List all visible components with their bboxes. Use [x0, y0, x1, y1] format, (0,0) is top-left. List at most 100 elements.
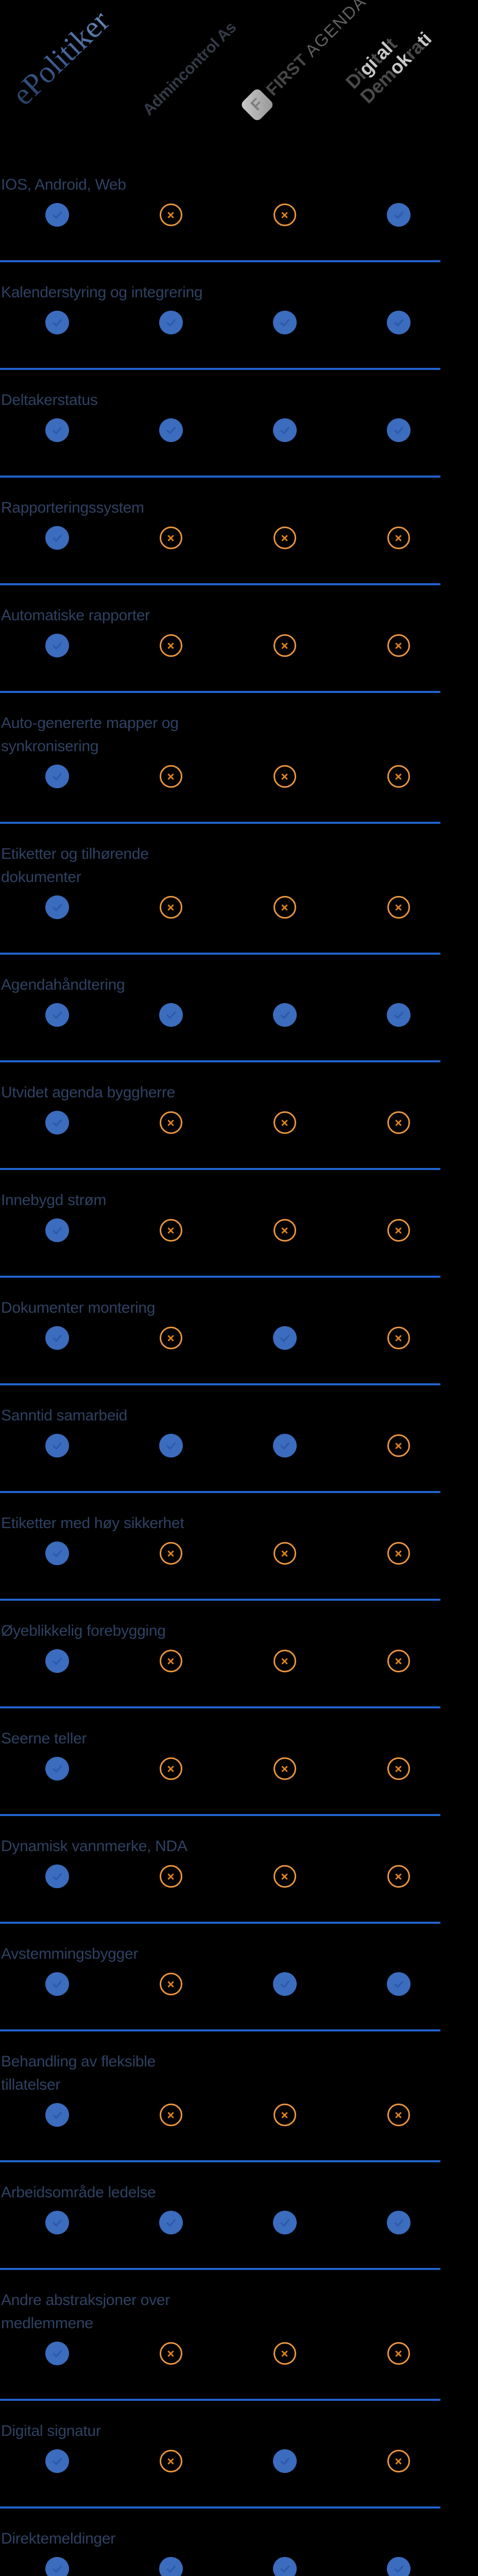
status-cell-firstagenda	[228, 764, 342, 789]
status-cell-admincontrol-as	[114, 1110, 228, 1135]
not-supported-icon	[159, 2104, 182, 2126]
not-supported-icon	[387, 896, 410, 919]
status-cell-firstagenda	[228, 1218, 342, 1243]
feature-label: Seerne teller	[1, 1730, 87, 1747]
status-cell-epolitiker	[0, 1972, 114, 1996]
status-cell-firstagenda	[228, 1864, 342, 1889]
row-spacer	[0, 1996, 478, 2029]
check-icon	[166, 427, 176, 434]
supported-icon	[45, 1111, 69, 1134]
status-cell-epolitiker	[0, 1756, 114, 1781]
not-supported-icon	[273, 2104, 296, 2126]
not-supported-icon	[273, 1757, 296, 1780]
status-cell-firstagenda	[228, 418, 342, 443]
status-cell-digitalt-demokrati	[342, 2103, 455, 2127]
feature-row: Auto-genererte mapper og synkronisering	[0, 693, 478, 824]
supported-icon	[159, 418, 183, 442]
row-divider	[0, 1706, 440, 1708]
check-icon	[53, 2458, 62, 2465]
status-cell-epolitiker	[0, 526, 114, 550]
row-divider	[0, 1276, 440, 1278]
feature-status-cells	[0, 418, 478, 443]
feature-status-cells	[0, 2449, 478, 2473]
row-spacer	[0, 1889, 478, 1922]
check-icon	[394, 2219, 403, 2227]
feature-row: Andre abstraksjoner over medlemmene	[0, 2270, 478, 2401]
not-supported-icon	[159, 1542, 182, 1565]
supported-icon	[45, 1972, 69, 1996]
x-icon	[167, 2458, 174, 2464]
x-icon	[281, 1120, 288, 1126]
status-cell-admincontrol-as	[114, 2210, 228, 2235]
status-cell-digitalt-demokrati	[342, 1649, 455, 1673]
not-supported-icon	[159, 2342, 182, 2365]
admincontrol-logo: Admincontrol As	[139, 18, 240, 120]
supported-icon	[45, 418, 69, 442]
status-cell-admincontrol-as	[114, 202, 228, 227]
supported-icon	[272, 1972, 297, 1996]
check-icon	[280, 1442, 289, 1450]
supported-icon	[45, 1649, 69, 1673]
feature-label: Deltakerstatus	[1, 392, 98, 409]
feature-row: Kalenderstyring og integrering	[0, 262, 478, 370]
supported-icon	[45, 2211, 69, 2234]
status-cell-firstagenda	[228, 1541, 342, 1566]
not-supported-icon	[273, 896, 296, 919]
not-supported-icon	[387, 527, 410, 549]
status-cell-digitalt-demokrati	[342, 1972, 455, 1996]
not-supported-icon	[159, 204, 182, 226]
feature-status-cells	[0, 526, 478, 550]
feature-label: Behandling av fleksible tillatelser	[1, 2053, 156, 2093]
not-supported-icon	[273, 634, 296, 657]
not-supported-icon	[387, 1865, 410, 1888]
status-cell-firstagenda	[228, 1326, 342, 1350]
feature-label: Kalenderstyring og integrering	[1, 284, 203, 301]
status-cell-epolitiker	[0, 764, 114, 789]
supported-icon	[272, 1003, 297, 1027]
status-cell-firstagenda	[228, 202, 342, 227]
not-supported-icon	[273, 1865, 296, 1888]
supported-icon	[159, 1434, 183, 1458]
x-icon	[395, 1120, 402, 1126]
row-divider	[0, 2506, 440, 2509]
not-supported-icon	[159, 634, 182, 657]
check-icon	[53, 427, 62, 434]
check-icon	[53, 1119, 62, 1127]
feature-label: Agendahåndtering	[1, 976, 125, 993]
supported-icon	[45, 311, 69, 334]
feature-label: Utvidet agenda byggherre	[1, 1084, 176, 1101]
x-icon	[167, 1120, 174, 1126]
status-cell-admincontrol-as	[114, 1433, 228, 1458]
check-icon	[53, 1657, 62, 1665]
x-icon	[167, 1335, 174, 1341]
feature-row: Innebygd strøm	[0, 1170, 478, 1278]
status-cell-admincontrol-as	[114, 310, 228, 335]
status-cell-digitalt-demokrati	[342, 202, 455, 227]
x-icon	[395, 904, 402, 910]
x-icon	[167, 773, 174, 779]
row-divider	[0, 953, 440, 955]
feature-row: Øyeblikkelig forebygging	[0, 1601, 478, 1708]
status-cell-firstagenda	[228, 2103, 342, 2127]
status-cell-firstagenda	[228, 526, 342, 550]
check-icon	[53, 1765, 62, 1773]
feature-status-cells	[0, 1110, 478, 1135]
status-cell-epolitiker	[0, 2341, 114, 2366]
feature-status-cells	[0, 1649, 478, 1673]
x-icon	[395, 642, 402, 649]
feature-status-cells	[0, 310, 478, 335]
x-icon	[281, 1658, 288, 1664]
status-cell-digitalt-demokrati	[342, 2210, 455, 2235]
status-cell-firstagenda	[228, 895, 342, 920]
check-icon	[394, 319, 403, 327]
row-divider	[0, 2399, 440, 2401]
check-icon	[53, 2111, 62, 2119]
feature-row: Avstemmingsbygger	[0, 1924, 478, 2031]
check-icon	[53, 1334, 62, 1342]
feature-label: Innebygd strøm	[1, 1192, 107, 1209]
x-icon	[395, 2112, 402, 2118]
x-icon	[167, 535, 174, 541]
row-spacer	[0, 2235, 478, 2268]
